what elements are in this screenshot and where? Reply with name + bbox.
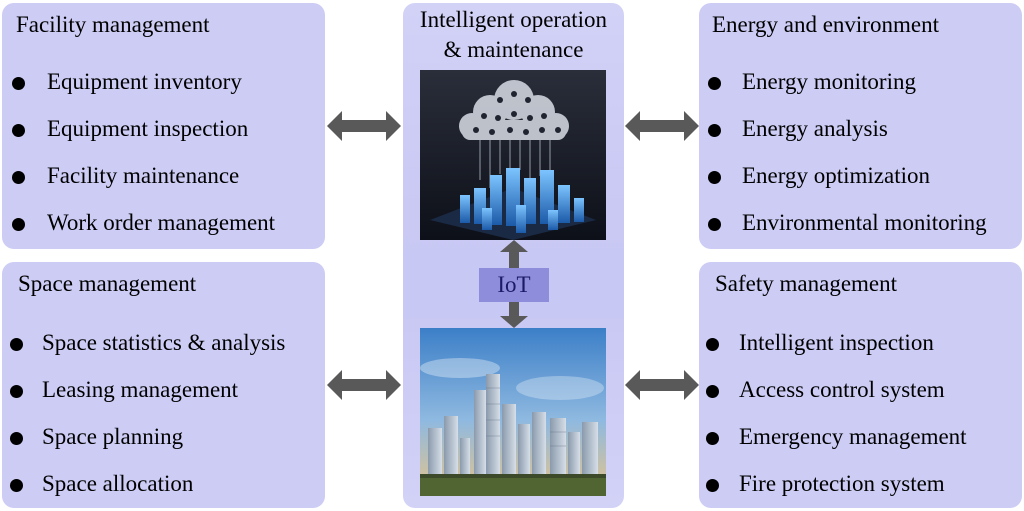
bullet-icon bbox=[708, 218, 721, 231]
iot-label: IoT bbox=[479, 268, 549, 302]
facility-item: Equipment inspection bbox=[47, 116, 249, 141]
facility-item: Equipment inventory bbox=[47, 69, 242, 94]
facility-management-title: Facility management bbox=[16, 12, 210, 37]
energy-item: Energy analysis bbox=[742, 116, 888, 141]
facility-management-panel: Facility management Equipment inventory … bbox=[2, 3, 325, 249]
safety-management-title: Safety management bbox=[715, 271, 898, 296]
bullet-icon bbox=[708, 171, 721, 184]
bullet-icon bbox=[12, 218, 25, 231]
double-arrow-icon bbox=[625, 370, 699, 400]
space-management-title: Space management bbox=[18, 271, 197, 296]
space-item: Space allocation bbox=[42, 471, 194, 496]
space-item: Space statistics & analysis bbox=[42, 330, 286, 355]
facility-item: Facility maintenance bbox=[47, 163, 240, 188]
bullet-icon bbox=[10, 338, 23, 351]
double-arrow-icon bbox=[327, 370, 401, 400]
bullet-icon bbox=[12, 77, 25, 90]
energy-item: Environmental monitoring bbox=[742, 210, 987, 235]
bullet-icon bbox=[12, 171, 25, 184]
space-item: Space planning bbox=[42, 424, 184, 449]
double-arrow-icon bbox=[327, 111, 401, 141]
intelligent-om-title-line2: & maintenance bbox=[443, 37, 584, 62]
bullet-icon bbox=[10, 432, 23, 445]
down-arrow-icon bbox=[500, 302, 528, 328]
safety-item: Intelligent inspection bbox=[739, 330, 934, 355]
space-item: Leasing management bbox=[42, 377, 239, 402]
bullet-icon bbox=[706, 338, 719, 351]
double-arrow-icon bbox=[625, 111, 699, 141]
energy-item: Energy monitoring bbox=[742, 69, 916, 94]
safety-item: Access control system bbox=[739, 377, 945, 402]
bullet-icon bbox=[708, 77, 721, 90]
space-management-panel: Space management Space statistics & anal… bbox=[2, 262, 325, 508]
up-arrow-icon bbox=[500, 240, 528, 268]
safety-item: Fire protection system bbox=[739, 471, 945, 496]
bullet-icon bbox=[12, 124, 25, 137]
city-skyline-image bbox=[420, 328, 606, 496]
facility-item: Work order management bbox=[47, 210, 276, 235]
bullet-icon bbox=[706, 432, 719, 445]
safety-management-panel: Safety management Intelligent inspection… bbox=[699, 262, 1022, 508]
energy-item: Energy optimization bbox=[742, 163, 931, 188]
bullet-icon bbox=[10, 385, 23, 398]
bullet-icon bbox=[10, 479, 23, 492]
safety-item: Emergency management bbox=[739, 424, 967, 449]
bullet-icon bbox=[708, 124, 721, 137]
intelligent-om-title-line1: Intelligent operation bbox=[419, 7, 608, 32]
bullet-icon bbox=[706, 479, 719, 492]
energy-environment-title: Energy and environment bbox=[712, 12, 939, 37]
bullet-icon bbox=[706, 385, 719, 398]
energy-environment-panel: Energy and environment Energy monitoring… bbox=[699, 3, 1022, 249]
cloud-city-image bbox=[420, 70, 606, 240]
